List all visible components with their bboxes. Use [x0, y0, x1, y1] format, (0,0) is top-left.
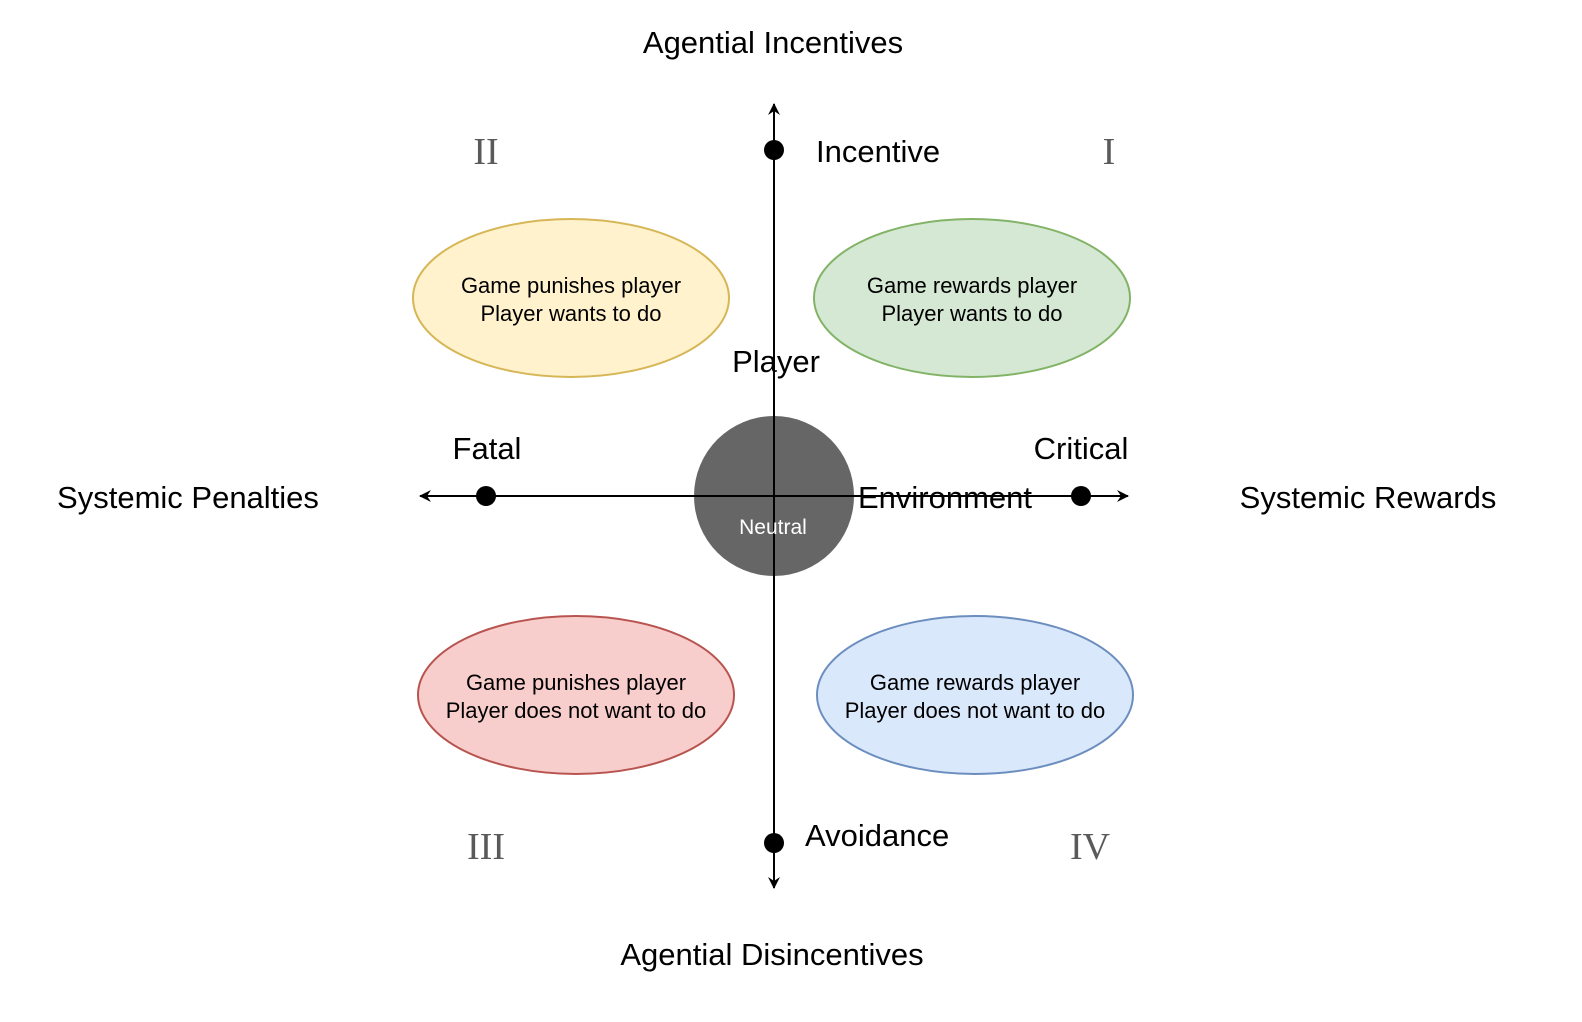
quadrant-4-ellipse	[816, 615, 1134, 775]
quadrant-1-line1: Game rewards player	[867, 273, 1077, 298]
quadrant-3-line2: Player does not want to do	[446, 698, 707, 723]
title-top: Agential Incentives	[643, 25, 903, 60]
quadrant-2-ellipse	[412, 218, 730, 378]
quadrant-3-ellipse	[417, 615, 735, 775]
quadrant-4-line1: Game rewards player	[870, 670, 1080, 695]
critical-point	[1071, 486, 1091, 506]
quadrant-2-line1: Game punishes player	[461, 273, 681, 298]
quadrant-4-numeral: IV	[1070, 826, 1111, 868]
avoidance-point	[764, 833, 784, 853]
quadrant-3-line1: Game punishes player	[466, 670, 686, 695]
quadrant-3-numeral: III	[467, 826, 505, 868]
quadrant-1-line2: Player wants to do	[882, 301, 1063, 326]
environment-axis-label: Environment	[858, 480, 1032, 515]
neutral-label: Neutral	[739, 516, 807, 539]
incentive-label: Incentive	[816, 134, 940, 169]
title-bottom: Agential Disincentives	[620, 937, 923, 972]
quadrant-1-ellipse	[813, 218, 1131, 378]
quadrant-2-numeral: II	[473, 131, 498, 173]
quadrant-2-line2: Player wants to do	[481, 301, 662, 326]
quadrant-1-numeral: I	[1103, 131, 1116, 173]
title-right: Systemic Rewards	[1240, 480, 1497, 515]
fatal-point	[476, 486, 496, 506]
title-left: Systemic Penalties	[57, 480, 319, 515]
player-axis-label: Player	[732, 344, 820, 379]
quadrant-4-line2: Player does not want to do	[845, 698, 1106, 723]
critical-label: Critical	[1034, 431, 1129, 466]
fatal-label: Fatal	[453, 431, 522, 466]
incentive-point	[764, 140, 784, 160]
avoidance-label: Avoidance	[805, 818, 949, 853]
